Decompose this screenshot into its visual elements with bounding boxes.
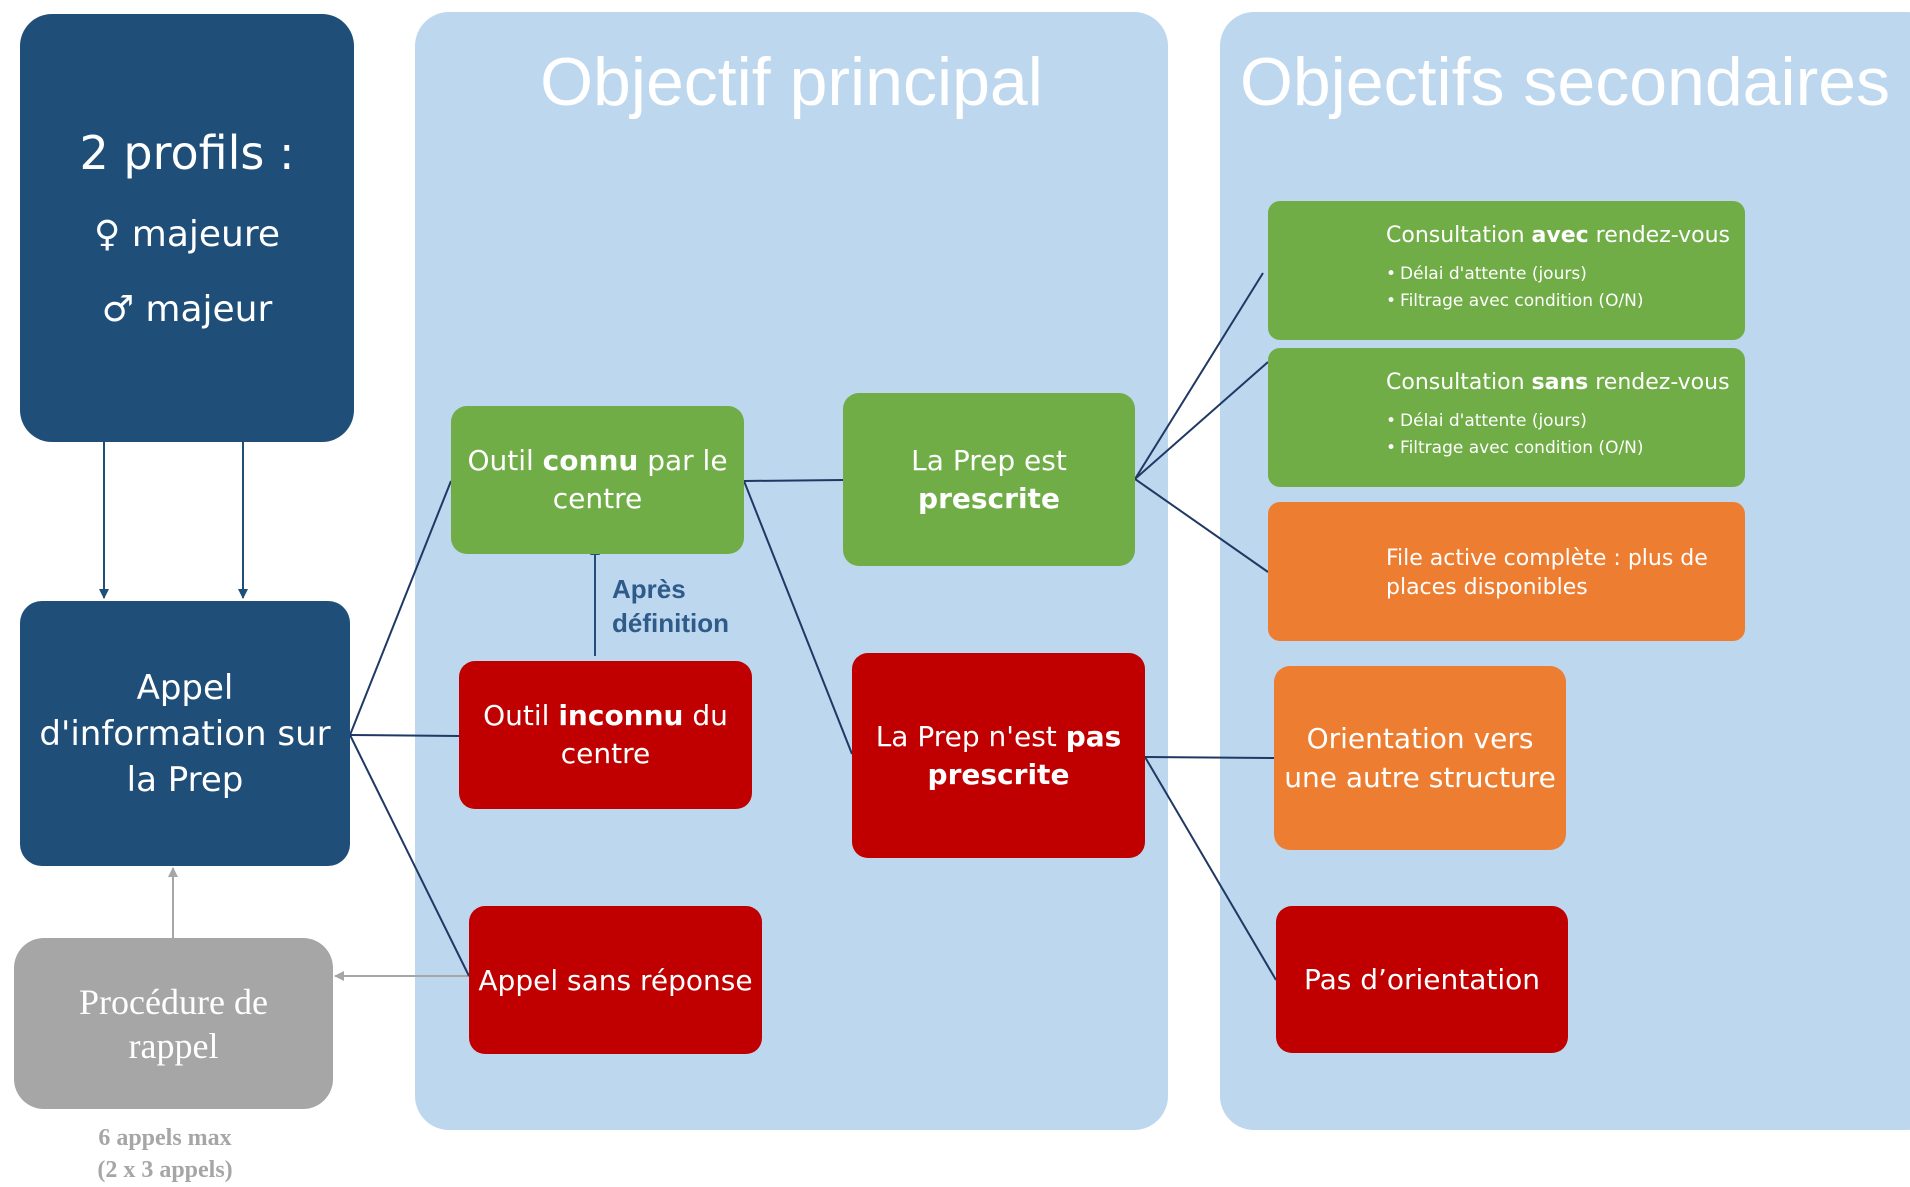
consultation-with-appointment-list: Délai d'attente (jours) Filtrage avec co… bbox=[1386, 261, 1644, 315]
consultation-with-appointment-title: Consultation avec rendez-vous bbox=[1386, 223, 1731, 248]
full-queue-box: File active complète : plus de places di… bbox=[1268, 502, 1745, 641]
after-definition-line-2: définition bbox=[612, 608, 729, 638]
prep-prescribed-line-1: La Prep est bbox=[911, 443, 1067, 477]
after-definition-label: Après définition bbox=[612, 572, 729, 640]
profiles-title: 2 profils : bbox=[79, 126, 295, 180]
line-call-to-noanswer bbox=[349, 734, 470, 977]
recall-note-line-2: (2 x 3 appels) bbox=[97, 1157, 233, 1183]
info-call-line-1: Appel bbox=[136, 667, 234, 708]
no-orientation-label: Pas d’orientation bbox=[1303, 963, 1541, 996]
prep-not-prescribed-line-2: prescrite bbox=[927, 757, 1070, 791]
list-item: Délai d'attente (jours) bbox=[1386, 261, 1644, 288]
list-item: Délai d'attente (jours) bbox=[1386, 408, 1644, 435]
prep-prescribed-line-2: prescrite bbox=[918, 481, 1060, 515]
line-prescribed-to-with-appt bbox=[1134, 272, 1264, 480]
recall-line-1: Procédure de bbox=[79, 981, 268, 1022]
no-answer-box: Appel sans réponse bbox=[469, 906, 762, 1054]
no-answer-label: Appel sans réponse bbox=[478, 963, 753, 997]
orientation-line-1: Orientation vers bbox=[1306, 722, 1534, 755]
line-notprescribed-to-no-orientation bbox=[1144, 756, 1277, 981]
line-known-to-prescribed bbox=[743, 479, 844, 482]
line-call-to-known bbox=[349, 480, 452, 736]
line-prescribed-to-without-appt bbox=[1134, 361, 1269, 480]
prep-not-prescribed-line-1: La Prep n'est pas bbox=[875, 719, 1122, 753]
list-item: Filtrage avec condition (O/N) bbox=[1386, 435, 1644, 462]
tool-known-box: Outil connu par le centre bbox=[451, 406, 744, 554]
info-call-line-3: la Prep bbox=[126, 759, 244, 800]
full-queue-line-1: File active complète : plus de bbox=[1386, 546, 1708, 571]
main-objective-title: Objectif principal bbox=[540, 44, 1043, 120]
info-call-line-2: d'information sur bbox=[39, 713, 331, 754]
recall-procedure-box: Procédure de rappel bbox=[14, 938, 333, 1109]
tool-unknown-box: Outil inconnu du centre bbox=[459, 661, 752, 809]
line-notprescribed-to-orientation bbox=[1144, 756, 1275, 759]
tool-unknown-line-2: centre bbox=[560, 737, 651, 770]
after-definition-line-1: Après bbox=[612, 574, 686, 604]
tool-known-line-1: Outil connu par le bbox=[467, 444, 728, 477]
consultation-with-appointment-box: Consultation avec rendez-vous Délai d'at… bbox=[1268, 201, 1745, 340]
full-queue-text: File active complète : plus de places di… bbox=[1386, 544, 1708, 602]
recall-note-line-1: 6 appels max bbox=[98, 1125, 232, 1151]
orientation-box: Orientation vers une autre structure bbox=[1274, 666, 1566, 850]
prep-not-prescribed-box: La Prep n'est pas prescrite bbox=[852, 653, 1145, 858]
orientation-line-2: une autre structure bbox=[1284, 761, 1556, 794]
line-known-to-notprescribed bbox=[743, 480, 853, 755]
line-prescribed-to-full-queue bbox=[1134, 478, 1269, 573]
profile-male: ♂ majeur bbox=[101, 289, 273, 330]
full-queue-line-2: places disponibles bbox=[1386, 575, 1588, 600]
consultation-without-appointment-list: Délai d'attente (jours) Filtrage avec co… bbox=[1386, 408, 1644, 462]
secondary-objectives-title: Objectifs secondaires bbox=[1239, 44, 1891, 120]
recall-note: 6 appels max (2 x 3 appels) bbox=[40, 1122, 290, 1186]
prep-prescribed-box: La Prep est prescrite bbox=[843, 393, 1135, 566]
tool-unknown-line-1: Outil inconnu du bbox=[483, 699, 728, 732]
profile-female: ♀ majeure bbox=[93, 214, 281, 255]
list-item: Filtrage avec condition (O/N) bbox=[1386, 288, 1644, 315]
recall-line-2: rappel bbox=[128, 1025, 219, 1066]
tool-known-line-2: centre bbox=[552, 482, 643, 515]
info-call-box: Appel d'information sur la Prep bbox=[20, 601, 350, 866]
consultation-without-appointment-title: Consultation sans rendez-vous bbox=[1386, 370, 1730, 395]
consultation-without-appointment-box: Consultation sans rendez-vous Délai d'at… bbox=[1268, 348, 1745, 487]
line-call-to-unknown bbox=[349, 734, 460, 737]
no-orientation-box: Pas d’orientation bbox=[1276, 906, 1568, 1053]
profiles-box: 2 profils : ♀ majeure ♂ majeur bbox=[20, 14, 354, 442]
